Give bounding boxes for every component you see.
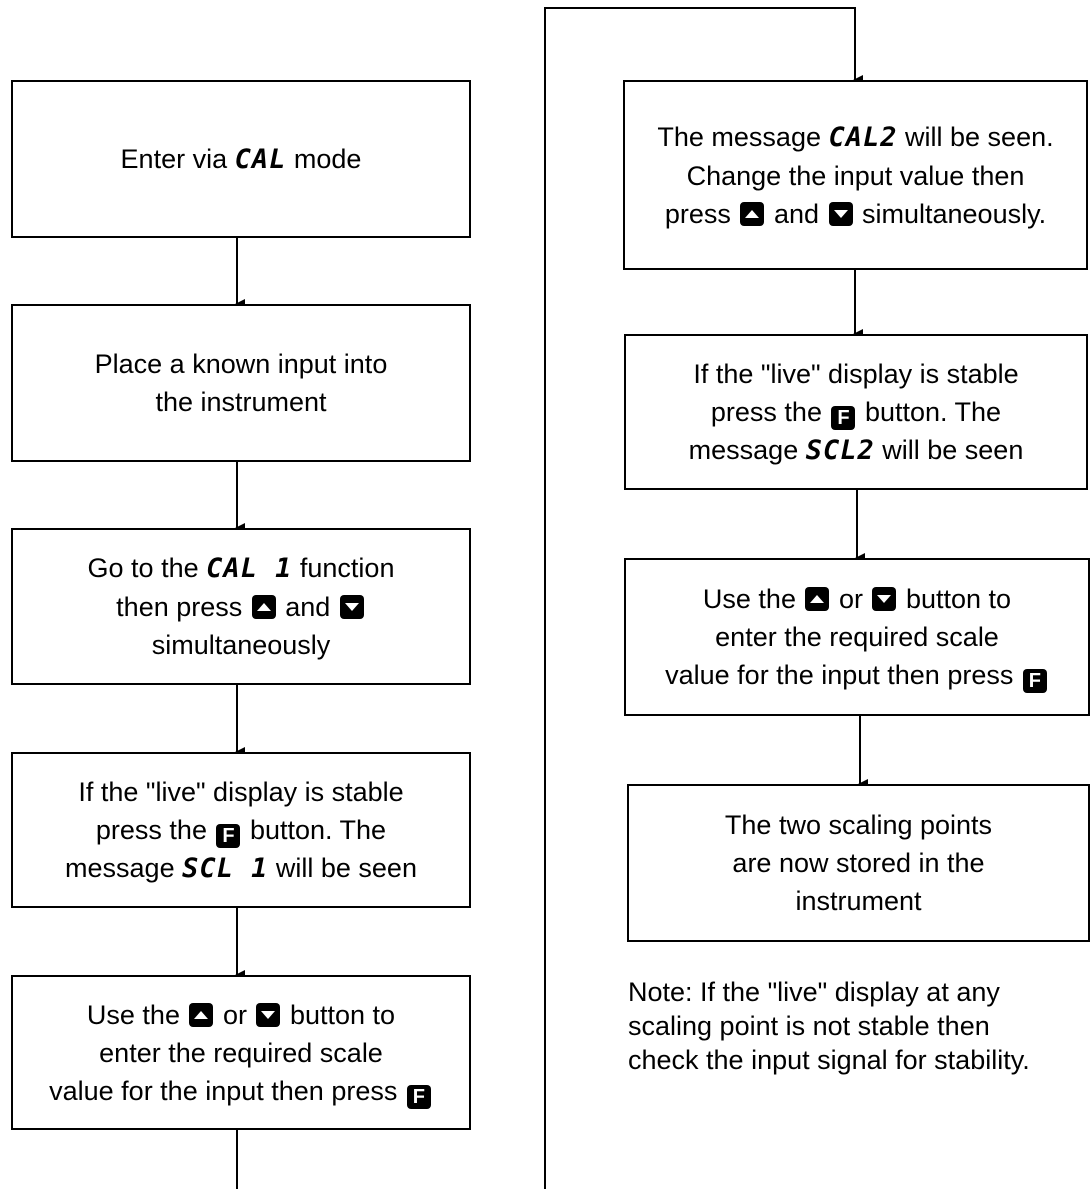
step-text: button. The bbox=[857, 396, 1002, 427]
note-line: Note: If the "live" display at any bbox=[628, 977, 1000, 1007]
step-text-line: Place a known input into bbox=[95, 345, 388, 383]
step-text-line: the instrument bbox=[155, 383, 326, 421]
flow-step-live-stable-1: If the "live" display is stable press the… bbox=[11, 752, 471, 908]
display-code: SCL 1 bbox=[182, 852, 269, 884]
step-text: Go to the bbox=[87, 553, 207, 583]
f-key-icon: F bbox=[216, 823, 241, 848]
step-text: value for the input then press bbox=[665, 660, 1021, 690]
connector-return-path bbox=[544, 7, 863, 1189]
step-text: then press bbox=[116, 592, 250, 622]
step-text-line: enter the required scale bbox=[99, 1034, 383, 1072]
step-text: or bbox=[215, 999, 255, 1030]
step-text: Change the input value then bbox=[686, 160, 1025, 191]
display-code: CAL 1 bbox=[206, 553, 293, 584]
step-text: simultaneously. bbox=[854, 198, 1047, 229]
step-text-line: Use the or button to bbox=[87, 996, 395, 1034]
down-arrow-key-icon bbox=[256, 1002, 281, 1027]
step-text-line: simultaneously bbox=[152, 626, 331, 664]
step-text: button. The bbox=[242, 814, 387, 845]
step-text-line: enter the required scale bbox=[715, 618, 999, 656]
flow-step-place-input: Place a known input into the instrument bbox=[11, 304, 471, 462]
step-text: value for the input then press bbox=[49, 1075, 405, 1106]
flow-step-cal2-message: The message CAL2 will be seen.Change the… bbox=[623, 80, 1088, 270]
step-text-line: The two scaling points bbox=[725, 806, 992, 844]
step-text: button to bbox=[898, 584, 1012, 614]
step-text: Enter via bbox=[120, 143, 235, 174]
step-text-line: message SCL 1 will be seen bbox=[65, 849, 417, 888]
step-text-line: are now stored in the bbox=[732, 844, 984, 882]
flow-step-enter-cal: Enter via CAL mode bbox=[11, 80, 471, 238]
step-text-line: then press and bbox=[116, 588, 366, 626]
step-text: will be seen bbox=[268, 852, 417, 883]
step-text: If the "live" display is stable bbox=[78, 776, 404, 807]
step-text-line: message SCL2 will be seen bbox=[689, 431, 1024, 470]
step-text: function bbox=[292, 553, 395, 583]
step-text: instrument bbox=[795, 886, 922, 916]
step-text: Place a known input into bbox=[94, 349, 388, 379]
up-arrow-key-icon bbox=[740, 201, 765, 226]
note-text: Note: If the "live" display at any scali… bbox=[628, 975, 1030, 1077]
flow-step-points-stored: The two scaling points are now stored in … bbox=[627, 784, 1090, 942]
display-code: SCL2 bbox=[805, 434, 875, 466]
step-text-line: Go to the CAL 1 function bbox=[88, 549, 395, 588]
step-text-line: Enter via CAL mode bbox=[121, 140, 362, 179]
step-text: and bbox=[766, 198, 827, 229]
step-text: will be seen bbox=[874, 434, 1024, 465]
up-arrow-key-icon bbox=[251, 595, 276, 619]
step-text: simultaneously bbox=[151, 630, 331, 660]
step-text: are now stored in the bbox=[732, 848, 985, 878]
note-line: check the input signal for stability. bbox=[628, 1045, 1030, 1075]
down-arrow-key-icon bbox=[872, 587, 897, 611]
step-text: If the "live" display is stable bbox=[693, 358, 1019, 389]
step-text-line: If the "live" display is stable bbox=[693, 355, 1018, 393]
step-text-line: press and simultaneously. bbox=[665, 195, 1046, 233]
step-text: Use the bbox=[702, 584, 804, 614]
step-text: message bbox=[688, 434, 806, 465]
step-text: mode bbox=[286, 143, 362, 174]
step-text-line: value for the input then press F bbox=[665, 656, 1049, 694]
step-text: the instrument bbox=[155, 387, 327, 417]
step-text-line: press the F button. The bbox=[96, 811, 386, 849]
note-line: scaling point is not stable then bbox=[628, 1011, 990, 1041]
f-key-icon: F bbox=[406, 1084, 431, 1109]
down-arrow-key-icon bbox=[828, 201, 853, 226]
up-arrow-key-icon bbox=[189, 1002, 214, 1027]
step-text-line: value for the input then press F bbox=[49, 1072, 433, 1110]
step-text: message bbox=[65, 852, 183, 883]
step-text: will be seen. bbox=[897, 121, 1054, 152]
step-text: enter the required scale bbox=[715, 622, 999, 652]
step-text-line: press the F button. The bbox=[711, 393, 1001, 431]
display-code: CAL2 bbox=[828, 121, 898, 153]
step-text-line: The message CAL2 will be seen. bbox=[657, 118, 1053, 157]
step-text: button to bbox=[282, 999, 396, 1030]
down-arrow-key-icon bbox=[339, 595, 364, 619]
step-text: press the bbox=[710, 396, 830, 427]
step-text: The message bbox=[657, 121, 829, 152]
flow-step-live-stable-2: If the "live" display is stable press the… bbox=[624, 334, 1088, 490]
step-text: press bbox=[664, 198, 739, 229]
step-text: or bbox=[831, 584, 871, 614]
flow-step-enter-scale-2: Use the or button to enter the required s… bbox=[624, 558, 1090, 716]
step-text: enter the required scale bbox=[99, 1037, 383, 1068]
up-arrow-key-icon bbox=[805, 587, 830, 611]
step-text: and bbox=[277, 592, 338, 622]
step-text: Use the bbox=[86, 999, 188, 1030]
f-key-icon: F bbox=[1022, 669, 1047, 693]
step-text-line: Use the or button to bbox=[703, 580, 1011, 618]
step-text-line: instrument bbox=[795, 882, 921, 920]
step-text-line: If the "live" display is stable bbox=[78, 773, 403, 811]
step-text-line: Change the input value then bbox=[687, 157, 1025, 195]
display-code: CAL bbox=[234, 143, 287, 175]
f-key-icon: F bbox=[831, 405, 856, 430]
step-text: press the bbox=[95, 814, 215, 845]
step-text: The two scaling points bbox=[724, 810, 993, 840]
